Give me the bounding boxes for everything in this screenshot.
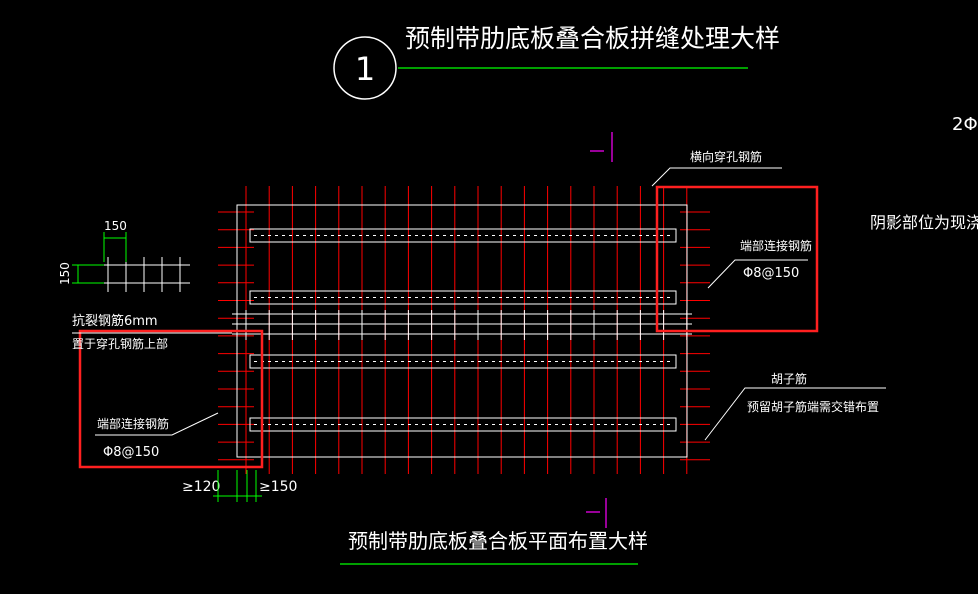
- title-block: 1 预制带肋底板叠合板拼缝处理大样: [333, 24, 780, 100]
- rib-strip: [249, 228, 677, 243]
- rib-strip: [249, 354, 677, 369]
- drawing-title: 预制带肋底板叠合板拼缝处理大样: [405, 24, 780, 53]
- bottom-dimensions: ≥120 ≥150: [182, 470, 297, 502]
- subtitle-block: 预制带肋底板叠合板平面布置大样: [340, 529, 648, 565]
- svg-text:置于穿孔钢筋上部: 置于穿孔钢筋上部: [72, 336, 168, 351]
- right-edge-notes: 2Φ 阴影部位为现浇板带: [870, 114, 978, 232]
- svg-text:横向穿孔钢筋: 横向穿孔钢筋: [690, 149, 762, 164]
- beard-bar-callout: 胡子筋 预留胡子筋端需交错布置: [704, 371, 886, 441]
- slab-plan: [232, 204, 692, 458]
- transverse-bar-callout: 横向穿孔钢筋: [651, 149, 782, 187]
- end-conn-right-callout: 端部连接钢筋 Φ8@150: [707, 238, 812, 289]
- detail-number: 1: [355, 50, 375, 88]
- highlight-box-right: [655, 185, 819, 333]
- svg-text:2Φ: 2Φ: [952, 114, 978, 135]
- svg-text:150: 150: [104, 219, 127, 233]
- svg-text:端部连接钢筋: 端部连接钢筋: [740, 238, 812, 253]
- svg-text:Φ8@150: Φ8@150: [103, 445, 159, 460]
- svg-text:≥150: ≥150: [259, 479, 297, 495]
- svg-text:150: 150: [58, 262, 72, 285]
- svg-text:Φ8@150: Φ8@150: [743, 266, 799, 281]
- svg-text:抗裂钢筋6mm: 抗裂钢筋6mm: [72, 313, 158, 329]
- detail-number-circle: [333, 36, 397, 100]
- crack-bar-callout: 抗裂钢筋6mm 置于穿孔钢筋上部: [72, 313, 232, 351]
- svg-text:阴影部位为现浇板带: 阴影部位为现浇板带: [870, 213, 978, 232]
- svg-text:≥120: ≥120: [182, 479, 220, 495]
- slab-outline: [236, 204, 688, 458]
- svg-text:预留胡子筋端需交错布置: 预留胡子筋端需交错布置: [747, 399, 879, 414]
- svg-text:端部连接钢筋: 端部连接钢筋: [97, 416, 169, 431]
- rib-strip: [249, 290, 677, 305]
- drawing-subtitle: 预制带肋底板叠合板平面布置大样: [348, 529, 648, 553]
- mesh-detail: 150 150: [58, 219, 190, 292]
- svg-text:胡子筋: 胡子筋: [771, 371, 807, 386]
- rib-strip: [249, 417, 677, 432]
- highlight-box-left: [78, 329, 264, 469]
- end-conn-left-callout: 端部连接钢筋 Φ8@150: [95, 412, 219, 460]
- section-markers: [586, 132, 613, 528]
